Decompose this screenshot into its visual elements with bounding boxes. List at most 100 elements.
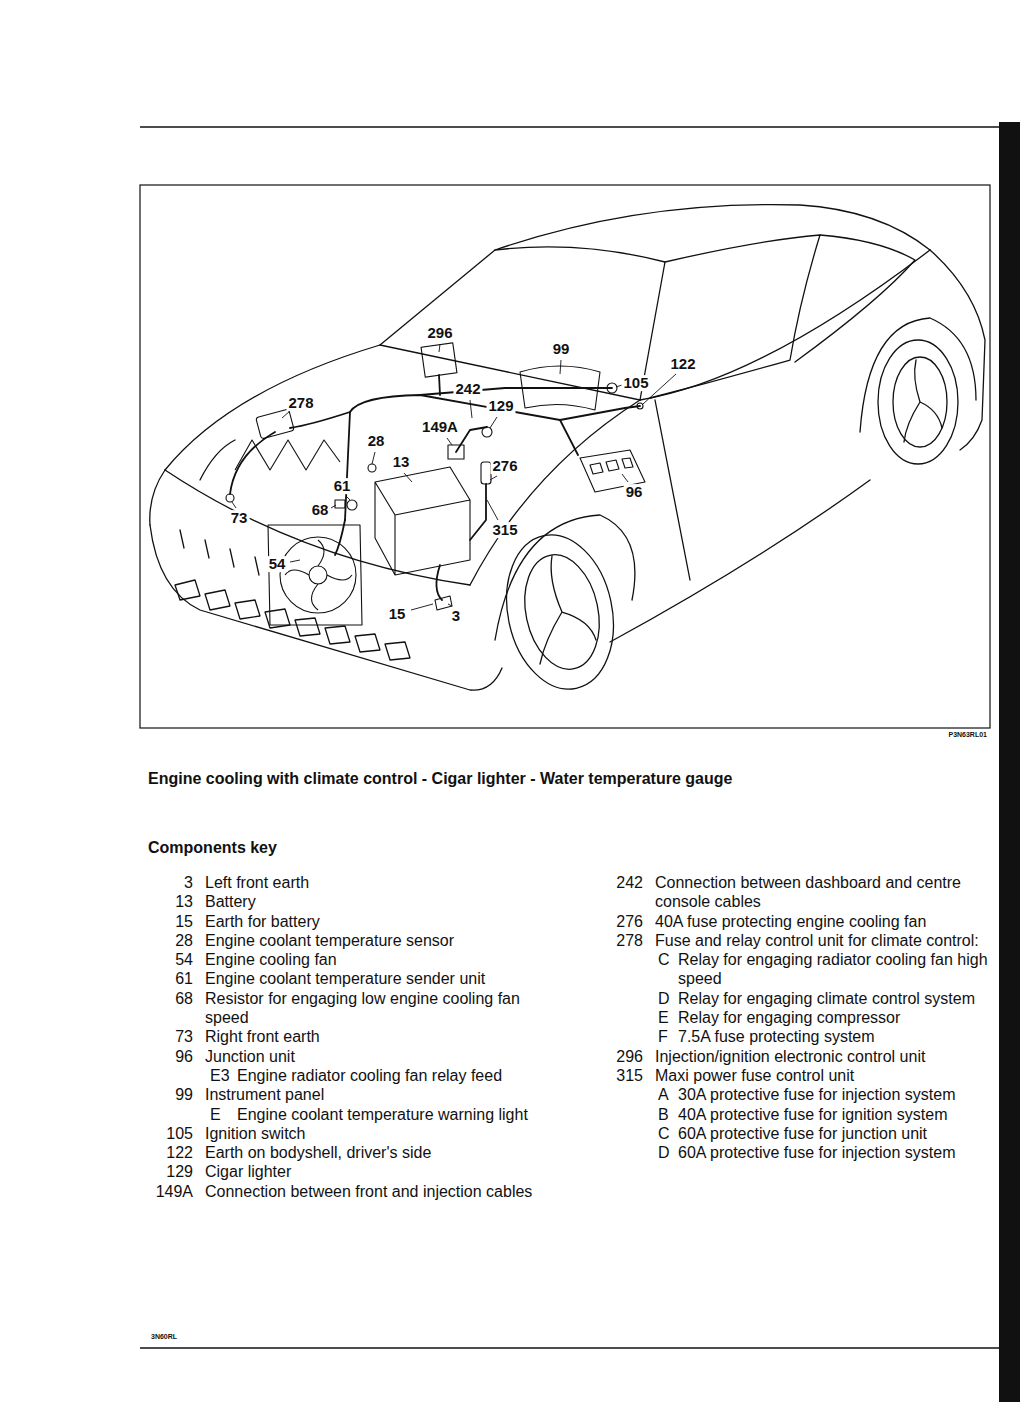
key-number: 315	[590, 1066, 643, 1085]
fan-blades	[285, 540, 352, 610]
door-window	[650, 235, 820, 398]
front-bumper	[150, 525, 502, 690]
key-text: Engine coolant temperature sender unit	[205, 969, 555, 988]
key-number: 54	[140, 950, 193, 969]
key-row: 99Instrument panel	[140, 1085, 555, 1104]
earth-point	[226, 494, 234, 502]
figure-code: P3N63RL01	[948, 731, 987, 738]
key-letter: E3	[210, 1066, 237, 1085]
front-rim	[515, 548, 610, 676]
key-row: 96 Junction unit	[140, 1047, 555, 1066]
key-row: EEngine coolant temperature warning ligh…	[140, 1105, 555, 1124]
callout-number: 54	[267, 556, 288, 572]
key-row: 13Battery	[140, 892, 555, 911]
key-row: D60A protective fuse for injection syste…	[590, 1143, 993, 1162]
callout-number: 129	[486, 398, 515, 414]
key-row: CRelay for engaging radiator cooling fan…	[590, 950, 993, 989]
relay-wire	[290, 412, 350, 428]
callout-number: 61	[332, 478, 353, 494]
line-art	[470, 400, 472, 418]
key-text: Cigar lighter	[205, 1162, 555, 1181]
key-text: 30A protective fuse for injection system	[678, 1085, 993, 1104]
key-text: Engine cooling fan	[205, 950, 555, 969]
rear-wheel	[878, 340, 958, 464]
key-row: C60A protective fuse for junction unit	[590, 1124, 993, 1143]
sensor	[368, 464, 376, 472]
key-text: 40A fuse protecting engine cooling fan	[655, 912, 993, 931]
grille-slots	[180, 530, 259, 575]
line-art	[411, 604, 433, 610]
resistor	[335, 500, 345, 508]
headlight	[200, 440, 235, 480]
key-number: 278	[590, 931, 643, 950]
key-row: DRelay for engaging climate control syst…	[590, 989, 993, 1008]
key-text: Connection between front and injection c…	[205, 1182, 555, 1201]
key-row: 278Fuse and relay control unit for clima…	[590, 931, 993, 950]
page-title: Engine cooling with climate control - Ci…	[148, 770, 732, 788]
battery	[375, 467, 470, 575]
key-letter: C	[658, 950, 678, 969]
key-number: 96	[140, 1047, 193, 1066]
line-art	[290, 560, 300, 562]
key-text: Resistor for engaging low engine cooling…	[205, 989, 555, 1028]
key-number: 68	[140, 989, 193, 1008]
key-text: Relay for engaging radiator cooling fan …	[678, 950, 993, 989]
callout-number: 276	[490, 458, 519, 474]
key-row: 68 Resistor for engaging low engine cooli…	[140, 989, 555, 1028]
key-row: 54 Engine cooling fan	[140, 950, 555, 969]
key-text: Maxi power fuse control unit	[655, 1066, 993, 1085]
dash-harness	[420, 388, 612, 395]
key-letter: A	[658, 1085, 678, 1104]
line-art	[560, 360, 561, 374]
rear-body	[930, 250, 985, 450]
line-art	[232, 502, 236, 508]
callout-number: 242	[453, 381, 482, 397]
line-art	[282, 411, 290, 418]
key-number: 61	[140, 969, 193, 988]
callout-number: 68	[310, 502, 331, 518]
key-text: 40A protective fuse for ignition system	[678, 1105, 993, 1124]
key-column: 242Connection between dashboard and cent…	[590, 873, 993, 1162]
quarter-window	[795, 235, 915, 362]
windshield-base	[380, 345, 640, 400]
key-letter: D	[658, 989, 678, 1008]
engine-bay	[226, 343, 645, 625]
callout-number: 149A	[420, 419, 460, 435]
ecu-wire	[439, 375, 440, 395]
key-text: Earth on bodyshell, driver's side	[205, 1143, 555, 1162]
callout-number: 315	[490, 522, 519, 538]
key-text: Left front earth	[205, 873, 555, 892]
line-art	[490, 476, 497, 480]
wiring-harness	[230, 375, 640, 600]
key-row: 28Engine coolant temperature sensor	[140, 931, 555, 950]
key-text: Engine coolant temperature sensor	[205, 931, 555, 950]
callout-number: 99	[551, 341, 572, 357]
callout-number: 13	[391, 454, 412, 470]
sender-unit	[347, 500, 357, 510]
rule-line	[140, 126, 999, 128]
figure-frame	[140, 185, 990, 728]
earth-wire	[560, 406, 640, 420]
key-letter: F	[658, 1027, 678, 1046]
key-text: 7.5A fuse protecting system	[678, 1027, 993, 1046]
relay-box	[256, 409, 295, 439]
line-art	[487, 500, 498, 520]
key-number: 15	[140, 912, 193, 931]
key-row: 15Earth for battery	[140, 912, 555, 931]
callout-number: 73	[229, 510, 250, 526]
key-row: F7.5A fuse protecting system	[590, 1027, 993, 1046]
key-number: 13	[140, 892, 193, 911]
roof	[495, 205, 930, 250]
key-text: Junction unit	[205, 1047, 555, 1066]
key-text: Engine coolant temperature warning light	[237, 1105, 555, 1124]
key-text: Injection/ignition electronic control un…	[655, 1047, 993, 1066]
key-number: 3	[140, 873, 193, 892]
key-row: 149AConnection between front and injecti…	[140, 1182, 555, 1201]
key-row: 242Connection between dashboard and cent…	[590, 873, 993, 912]
front-corner	[150, 470, 165, 525]
key-number: 122	[140, 1143, 193, 1162]
key-text: Relay for engaging climate control syste…	[678, 989, 993, 1008]
key-row: E3Engine radiator cooling fan relay feed	[140, 1066, 555, 1085]
car-outline	[150, 205, 985, 700]
line-art	[447, 438, 452, 445]
